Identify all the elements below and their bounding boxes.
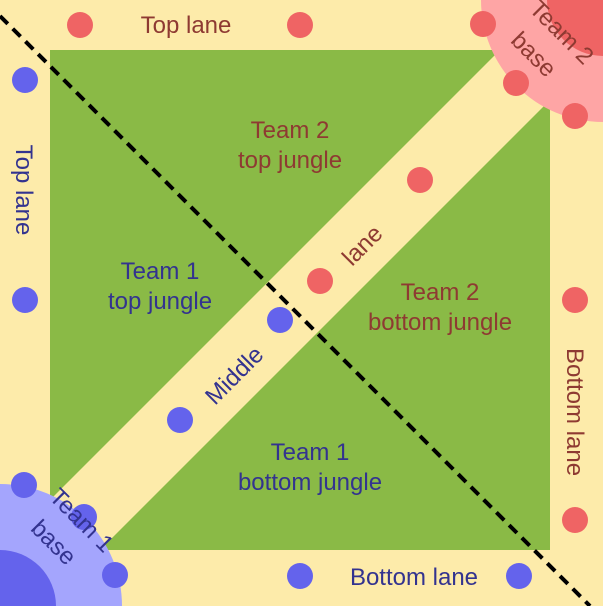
tower [407,167,433,193]
tower [71,504,97,530]
tower [11,472,37,498]
tower [12,67,38,93]
tower [503,70,529,96]
team2-top-jungle-line2: top jungle [238,147,342,174]
team1-top-jungle-line2: top jungle [108,288,212,315]
team1-bottom-jungle-line2: bottom jungle [238,469,382,496]
team1-bottom-jungle-line1: Team 1 [271,439,350,466]
team2-bottom-jungle-line1: Team 2 [401,279,480,306]
tower [12,287,38,313]
tower [287,563,313,589]
tower [562,507,588,533]
tower [307,268,333,294]
tower [562,287,588,313]
top-lane-side-label: Top lane [10,145,37,236]
team1-towers [11,67,532,589]
tower [287,12,313,38]
tower [506,563,532,589]
tower [102,562,128,588]
tower [267,307,293,333]
team2-bottom-jungle-line2: bottom jungle [368,309,512,336]
tower [470,11,496,37]
river-divider [0,14,592,606]
top-lane-label: Top lane [141,12,232,39]
team2-towers [67,11,588,533]
team1-base-core [0,550,56,606]
tower [167,407,193,433]
tower [67,12,93,38]
team1-top-jungle-line1: Team 1 [121,258,200,285]
team2-base-core [547,0,603,56]
team2-top-jungle-line1: Team 2 [251,117,330,144]
bottom-lane-label: Bottom lane [350,564,478,591]
tower [562,103,588,129]
bottom-lane-side-label: Bottom lane [561,348,588,476]
